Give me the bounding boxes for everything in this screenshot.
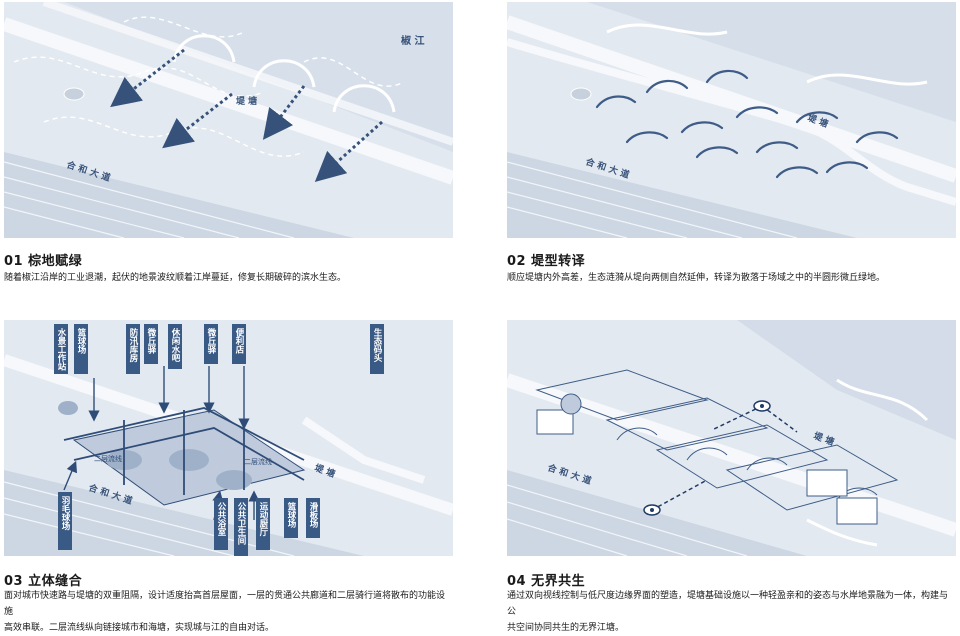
panel-title: 02 堤型转译 — [507, 254, 586, 269]
panel-description: 面对城市快速路与堤塘的双重阻隔，设计适度抬高首层屋面，一层的贯通公共廊道和二层骑… — [4, 588, 453, 636]
panel-stitching: 水景工作站 篮球场 防汛库房 微丘驿 休闲水吧 微丘驿 便利店 生态码头 羽毛球… — [4, 320, 453, 633]
label-convenience-store: 便利店 — [234, 327, 245, 354]
label-basketball-1: 篮球场 — [76, 327, 87, 354]
label-water-bar: 休闲水吧 — [170, 327, 181, 363]
panel-title: 03 立体缝合 — [4, 574, 83, 589]
panel-description: 随着椒江沿岸的工业退潮，起伏的地景波纹顺着江岸蔓延，修复长期破碎的滨水生态。 — [4, 273, 347, 283]
label-flow-a: 二层流线 — [94, 454, 122, 463]
panel-description-line: 面对城市快速路与堤塘的双重阻隔，设计适度抬高首层屋面，一层的贯通公共廊道和二层骑… — [4, 591, 446, 617]
panel-description-line: 高效串联。二层流线纵向链接城市和海塘，实现城与江的自由对话。 — [4, 623, 275, 633]
label-flood-storage: 防汛库房 — [128, 327, 138, 363]
panel-description-line: 共空间协同共生的无界江塘。 — [507, 623, 625, 633]
panel-dike-translation: 堤 塘 合 和 大 道 02 堤型转译 顺应堤塘内外高差，生态涟漪从堤向两侧自然… — [507, 2, 956, 283]
label-public-bath: 公共浴室 — [216, 502, 226, 537]
panel-description: 通过双向视线控制与低尺度边缘界面的塑造，堤塘基础设施以一种轻盈亲和的姿态与水岸地… — [507, 588, 956, 636]
label-water-station: 水景工作站 — [56, 327, 67, 371]
label-sports-kitchen: 运动厨厅 — [258, 502, 268, 537]
label-badminton: 羽毛球场 — [60, 496, 70, 531]
panel-title: 01 棕地赋绿 — [4, 254, 83, 269]
diagram-stitching: 水景工作站 篮球场 防汛库房 微丘驿 休闲水吧 微丘驿 便利店 生态码头 羽毛球… — [4, 320, 453, 556]
label-skate-park: 滑板场 — [308, 501, 318, 528]
diagram-dike-translation: 堤 塘 合 和 大 道 — [507, 2, 956, 238]
label-flow-b: 二层流线 — [244, 457, 272, 466]
label-basketball-2: 篮球场 — [286, 501, 297, 528]
label-eco-pier: 生态码头 — [372, 327, 382, 363]
panel-description-line: 通过双向视线控制与低尺度边缘界面的塑造，堤塘基础设施以一种轻盈亲和的姿态与水岸地… — [507, 591, 949, 617]
label-micro-hill-2: 微丘驿 — [206, 327, 217, 354]
label-dike: 堤 塘 — [236, 95, 257, 107]
panel-title: 04 无界共生 — [507, 574, 586, 589]
diagram-boundless: 堤 塘 合 和 大 道 — [507, 320, 956, 556]
label-river: 椒 江 — [401, 34, 424, 47]
diagram-brownfield: 椒 江 堤 塘 合 和 大 道 — [4, 2, 453, 238]
panel-brownfield: 椒 江 堤 塘 合 和 大 道 01 棕地赋绿 随着椒江沿岸的工业退潮，起伏的地… — [4, 2, 453, 283]
panel-boundless: 堤 塘 合 和 大 道 04 无界共生 通过双向视线控制与低尺度边缘界面的塑造，… — [507, 320, 956, 633]
label-micro-hill-1: 微丘驿 — [146, 327, 157, 354]
panel-description: 顺应堤塘内外高差，生态涟漪从堤向两侧自然延伸，转译为散落于场域之中的半圆形微丘绿… — [507, 273, 886, 283]
label-public-toilet: 公共卫生间 — [236, 502, 246, 545]
